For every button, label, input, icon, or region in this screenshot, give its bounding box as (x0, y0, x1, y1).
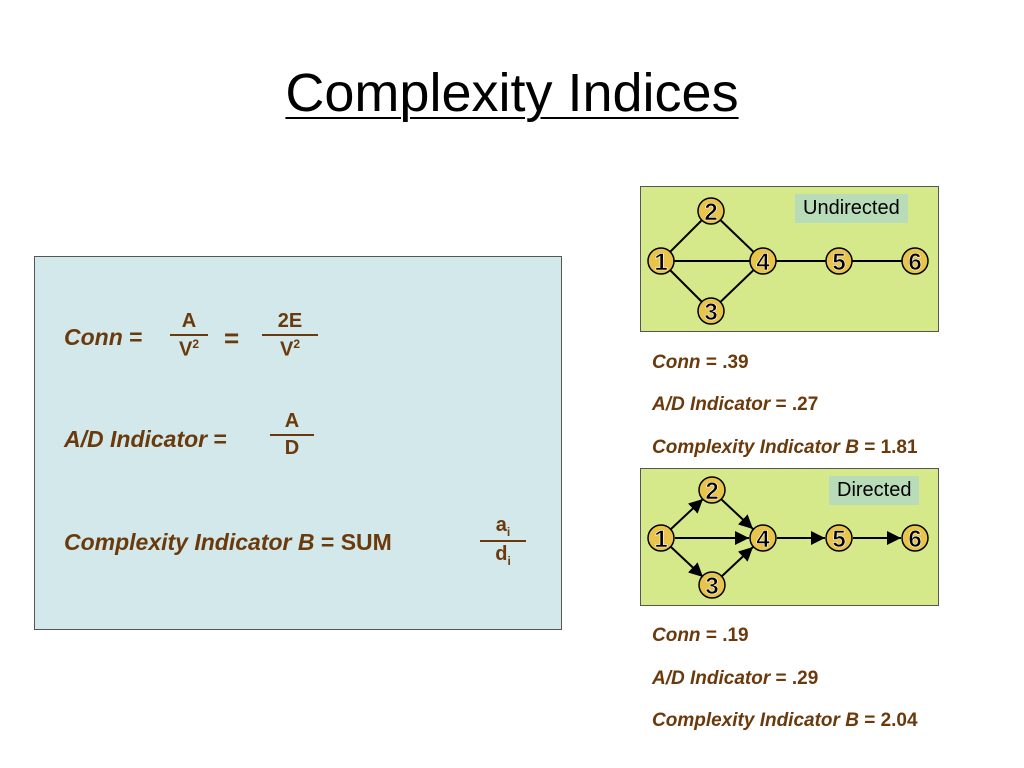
node-5 (825, 247, 853, 275)
cib-fraction: ai di (480, 514, 526, 568)
node-label-1: 1 (654, 249, 667, 276)
node-1 (647, 247, 675, 275)
ad-fraction: A D (270, 410, 314, 460)
node-3 (698, 571, 726, 599)
undirected-ad-stat: A/D Indicator = .27 (652, 394, 819, 415)
conn-fraction-a-v2: A V2 (170, 310, 208, 362)
node-3 (697, 297, 725, 325)
node-label-3: 3 (704, 299, 717, 326)
node-2 (697, 197, 725, 225)
node-6 (901, 247, 929, 275)
undirected-conn-stat: Conn = .39 (652, 352, 749, 373)
node-6 (901, 524, 929, 552)
node-label-3: 3 (705, 573, 718, 600)
undirected-graph: 1 2 3 4 5 6 (647, 197, 929, 326)
node-5 (825, 524, 853, 552)
page-title: Complexity Indices (285, 63, 739, 123)
conn-equals: = (224, 323, 240, 353)
node-label-5: 5 (832, 249, 845, 276)
node-label-2: 2 (705, 478, 718, 505)
node-label-4: 4 (756, 249, 770, 276)
node-label-4: 4 (756, 526, 770, 553)
node-label-6: 6 (908, 526, 921, 553)
node-label-2: 2 (704, 199, 717, 226)
conn-fraction-2e-v2: 2E V2 (262, 310, 318, 362)
undirected-cib-stat: Complexity Indicator B = 1.81 (652, 437, 918, 458)
node-4 (749, 247, 777, 275)
node-1 (647, 524, 675, 552)
conn-formula-label: Conn = (64, 324, 143, 350)
directed-graph: 1 2 3 4 5 6 (647, 476, 929, 600)
cib-formula-label: Complexity Indicator B = SUM (64, 529, 392, 555)
directed-cib-stat: Complexity Indicator B = 2.04 (652, 710, 918, 731)
node-label-6: 6 (908, 249, 921, 276)
node-label-5: 5 (832, 526, 845, 553)
directed-ad-stat: A/D Indicator = .29 (652, 668, 819, 689)
ad-formula-label: A/D Indicator = (64, 426, 227, 452)
formula-panel (34, 256, 562, 630)
node-4 (749, 524, 777, 552)
undirected-label: Undirected (795, 194, 908, 223)
node-label-1: 1 (654, 526, 667, 553)
directed-conn-stat: Conn = .19 (652, 625, 749, 646)
directed-graph-panel: 1 2 3 4 5 6 (640, 468, 939, 606)
directed-label: Directed (829, 476, 920, 505)
node-2 (698, 476, 726, 504)
